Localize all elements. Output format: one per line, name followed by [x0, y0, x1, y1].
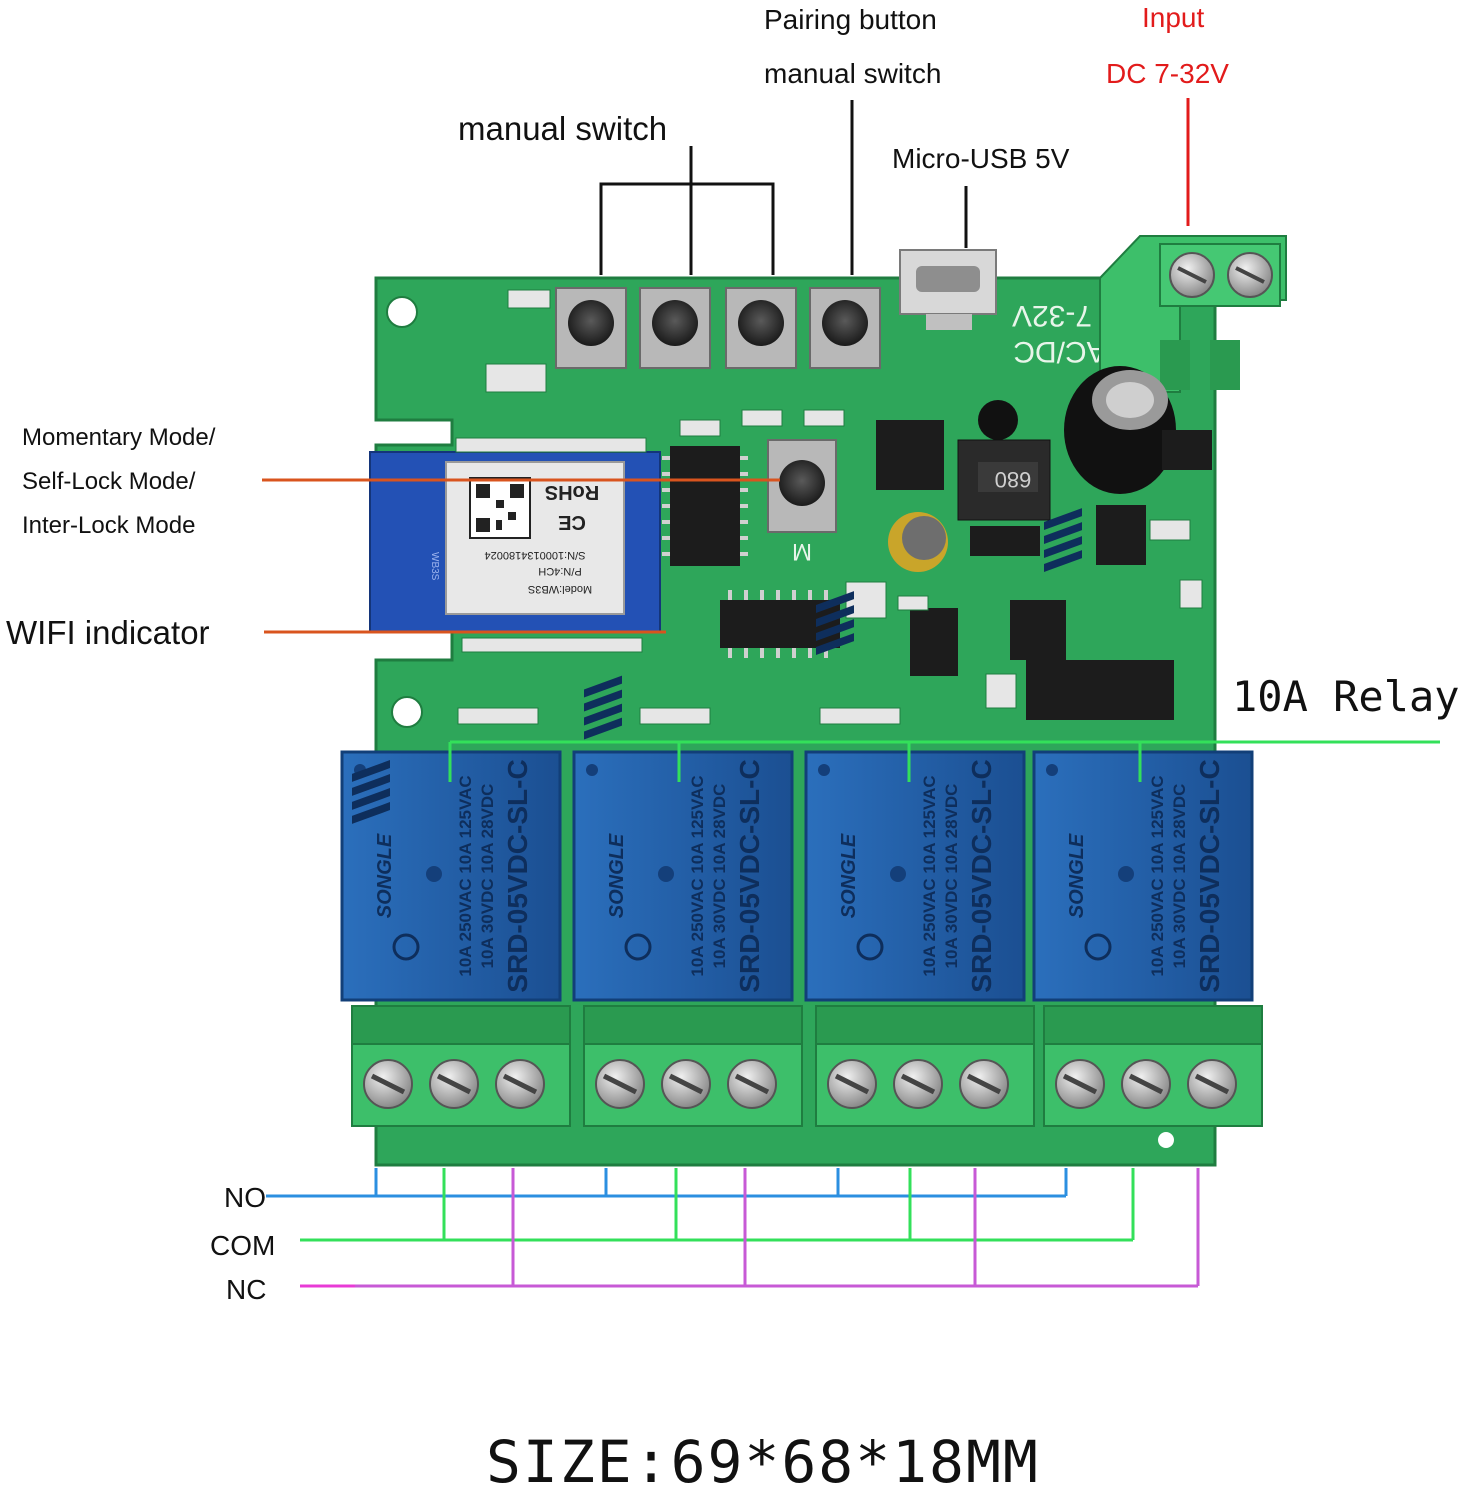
terminal-screw[interactable]	[1121, 1059, 1171, 1109]
relay-model: SRD-05VDC-SL-C	[1194, 759, 1225, 992]
output-terminal[interactable]	[1043, 1005, 1263, 1127]
relay-rating-1: 10A 250VAC 10A 125VAC	[1148, 775, 1167, 976]
terminal-screw[interactable]	[893, 1059, 943, 1109]
com-wiring	[300, 1168, 1135, 1242]
relay-brand: SONGLE	[374, 833, 396, 918]
relay-rating-2: 10A 30VDC 10A 28VDC	[710, 784, 729, 969]
relay-label: 10A Relay	[1232, 672, 1460, 721]
relay-brand: SONGLE	[838, 833, 860, 918]
mount-hole	[386, 296, 418, 328]
manual-switch-left-label: manual switch	[458, 110, 668, 147]
output-terminal[interactable]	[351, 1005, 571, 1127]
module-sn: S/N:1000134180024	[485, 549, 586, 561]
relay-brand: SONGLE	[1066, 833, 1088, 918]
power-input-terminal[interactable]	[1099, 235, 1287, 393]
relay-rating-1: 10A 250VAC 10A 125VAC	[456, 775, 475, 976]
manual-switch-leader	[599, 146, 775, 275]
terminal-screw[interactable]	[727, 1059, 777, 1109]
relay-rating-1: 10A 250VAC 10A 125VAC	[688, 775, 707, 976]
module-ce: CE	[558, 511, 586, 533]
module-pn: P/N:4CH	[538, 565, 581, 577]
wifi-module: RoHS CE S/N:1000134180024 P/N:4CH Model:…	[369, 451, 661, 633]
songle-logo-icon	[352, 760, 390, 824]
ul-cert-icon	[856, 933, 884, 961]
module-model: Model:WB3S	[528, 583, 592, 595]
terminal-screw[interactable]	[827, 1059, 877, 1109]
terminal-screw[interactable]	[495, 1059, 545, 1109]
mode-label-line2: Self-Lock Mode/	[22, 468, 196, 495]
terminal-screw[interactable]	[1055, 1059, 1105, 1109]
no-label: NO	[224, 1182, 266, 1213]
smd-components	[455, 289, 1203, 725]
micro-usb-label: Micro-USB 5V	[892, 143, 1070, 174]
module-chip: WB3S	[429, 552, 440, 581]
songle-logo-icon	[1044, 508, 1082, 573]
songle-logo-icon	[584, 675, 622, 740]
manual-switch-right-label: manual switch	[764, 58, 942, 89]
ul-cert-icon	[392, 933, 420, 961]
manual-switch-button[interactable]	[725, 287, 797, 369]
relay-rating-2: 10A 30VDC 10A 28VDC	[478, 784, 497, 969]
relay-rating-2: 10A 30VDC 10A 28VDC	[1170, 784, 1189, 969]
silk-volt: 7-32V	[1012, 299, 1092, 332]
output-terminal[interactable]	[815, 1005, 1035, 1127]
silk-acdc: AC/DC	[1013, 335, 1106, 368]
ul-cert-icon	[624, 933, 652, 961]
micro-usb-port[interactable]	[899, 249, 997, 330]
ul-cert-icon	[1084, 933, 1112, 961]
no-wiring	[266, 1168, 1068, 1198]
songle-logo-icon	[816, 591, 854, 656]
relay-rating-2: 10A 30VDC 10A 28VDC	[942, 784, 961, 969]
input-label: Input	[1142, 2, 1205, 33]
mode-label-line3: Inter-Lock Mode	[22, 512, 196, 539]
wifi-indicator-label: WIFI indicator	[6, 614, 210, 651]
terminal-screw[interactable]	[363, 1059, 413, 1109]
module-rohs: RoHS	[545, 481, 599, 503]
size-label: SIZE:69*68*18MM	[486, 1428, 1040, 1496]
mode-button[interactable]	[767, 439, 837, 533]
relay-brand: SONGLE	[606, 833, 628, 918]
silk-m: M	[792, 538, 812, 565]
dc-range-label: DC 7-32V	[1106, 58, 1229, 89]
manual-switch-button[interactable]	[639, 287, 711, 369]
relay-leader	[448, 740, 1440, 782]
ic-chips	[670, 420, 1212, 720]
capacitor	[1064, 366, 1176, 494]
relay-model: SRD-05VDC-SL-C	[502, 759, 533, 992]
nc-wiring	[300, 1168, 1200, 1288]
ceramic-capacitor-top	[902, 516, 946, 560]
relay-rating-1: 10A 250VAC 10A 125VAC	[920, 775, 939, 976]
qr-code-icon	[469, 477, 531, 539]
inductor-label: 680	[995, 467, 1032, 492]
terminal-screw[interactable]	[661, 1059, 711, 1109]
terminal-screw[interactable]	[959, 1059, 1009, 1109]
terminal-screw[interactable]	[1187, 1059, 1237, 1109]
manual-switch-button[interactable]	[555, 287, 627, 369]
nc-label: NC	[226, 1274, 267, 1305]
output-terminal-group	[351, 1005, 1263, 1127]
output-terminal[interactable]	[583, 1005, 803, 1127]
buzzer	[978, 400, 1018, 440]
relay-model: SRD-05VDC-SL-C	[734, 759, 765, 992]
pairing-button[interactable]	[809, 287, 881, 369]
mount-hole	[391, 696, 423, 728]
inductor: 680	[957, 439, 1051, 521]
mount-hole	[1158, 1132, 1174, 1148]
pairing-button-label: Pairing button	[764, 4, 937, 35]
relay-model: SRD-05VDC-SL-C	[966, 759, 997, 992]
com-label: COM	[210, 1230, 276, 1261]
terminal-screw[interactable]	[595, 1059, 645, 1109]
mode-label-line1: Momentary Mode/	[22, 424, 216, 451]
terminal-screw[interactable]	[429, 1059, 479, 1109]
ic-pins	[662, 456, 828, 658]
